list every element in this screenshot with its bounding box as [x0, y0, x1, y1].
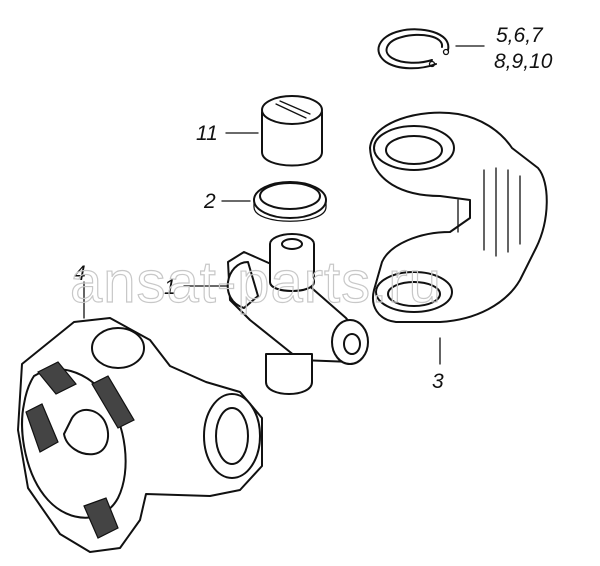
callout-snap-ring-line2: 8,9,10: [494, 50, 553, 73]
friction-pad-right: [91, 375, 135, 429]
callout-bearing-cup: 11: [196, 122, 218, 145]
flange-yoke: [17, 317, 263, 553]
callout-cross: 1: [164, 276, 176, 299]
snap-ring: [377, 28, 450, 70]
friction-pad-bottom: [83, 497, 119, 539]
callout-slip-yoke: 3: [432, 370, 444, 393]
friction-pad-top: [37, 361, 77, 395]
bearing-cup: [261, 95, 323, 167]
universal-joint-cross: [226, 233, 369, 395]
seal-ring: [253, 181, 327, 222]
callout-snap-ring-line1: 5,6,7: [496, 24, 544, 47]
slip-yoke: [369, 111, 548, 323]
friction-pad-left: [25, 403, 59, 453]
watermark-text: ansat-parts.ru: [70, 250, 442, 315]
callout-flange-yoke: 4: [74, 262, 86, 285]
callout-seal: 2: [203, 190, 216, 213]
